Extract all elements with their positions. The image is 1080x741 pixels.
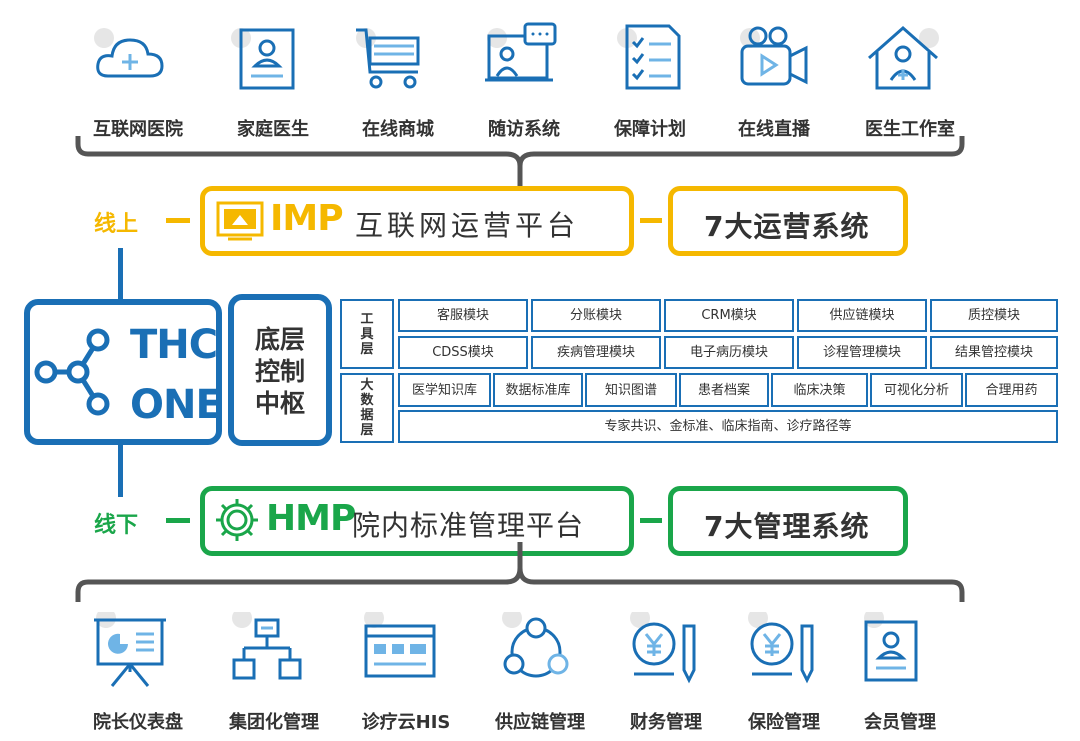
offline-systems-box [668, 486, 908, 556]
online-label: 线上 [94, 212, 139, 237]
network-circle-icon [498, 608, 578, 692]
tool-module: CRM模块 [664, 299, 794, 332]
tool-module: 结果管控模块 [930, 336, 1058, 369]
service-label-internet-hospital: 互联网医院 [93, 119, 183, 140]
online-connector [166, 218, 190, 223]
cloud-plus-icon [90, 18, 170, 98]
yuan-coin-pen-icon [626, 608, 706, 692]
member-card-icon [860, 608, 940, 692]
service-label-plan: 保障计划 [614, 119, 686, 140]
data-module: 合理用药 [965, 373, 1058, 407]
tool-module: 电子病历模块 [664, 336, 794, 369]
top-brace [75, 136, 965, 192]
hmp-abbr: HMP [266, 498, 356, 539]
data-module: 患者档案 [679, 373, 769, 407]
hmp-name: 院内标准管理平台 [352, 509, 585, 542]
service-label-live: 在线直播 [738, 119, 810, 140]
upload-screen-icon [216, 201, 264, 241]
service-label-dashboard: 院长仪表盘 [93, 712, 183, 733]
service-label-group: 集团化管理 [229, 712, 319, 733]
tool-module: 供应链模块 [797, 299, 927, 332]
tool-module: 诊程管理模块 [797, 336, 927, 369]
service-label-studio: 医生工作室 [865, 119, 955, 140]
bottom-brace [75, 542, 965, 602]
core-line2: 控制 [254, 357, 305, 386]
service-label-member: 会员管理 [864, 712, 936, 733]
presentation-board-icon [92, 608, 172, 692]
core-hub-box: 底层 控制 中枢 [228, 294, 332, 446]
thc-line-bottom [118, 445, 123, 497]
data-module: 数据标准库 [493, 373, 583, 407]
org-chart-icon [228, 608, 308, 692]
checklist-icon [613, 18, 693, 98]
video-camera-icon [736, 18, 816, 98]
tool-module: 分账模块 [531, 299, 661, 332]
data-layer-label-text: 大数据层 [360, 378, 374, 438]
tool-module: 疾病管理模块 [531, 336, 661, 369]
offline-label: 线下 [94, 513, 139, 538]
data-module: 知识图谱 [585, 373, 677, 407]
data-module: 临床决策 [771, 373, 868, 407]
tool-layer-label: 工具层 [340, 299, 394, 369]
tool-module: 质控模块 [930, 299, 1058, 332]
service-label-finance: 财务管理 [630, 712, 702, 733]
tool-layer-label-text: 工具层 [360, 311, 374, 357]
imp-abbr: IMP [270, 198, 344, 239]
offline-systems-label: 7大管理系统 [704, 510, 870, 543]
browser-window-icon [360, 608, 440, 692]
tool-module: 客服模块 [398, 299, 528, 332]
core-line1: 底层 [254, 325, 305, 354]
imp-platform-box [200, 186, 634, 256]
shopping-cart-icon [352, 18, 432, 98]
hmp-platform-box [200, 486, 634, 556]
offline-connector [166, 518, 190, 523]
thc-line2: ONE [130, 382, 223, 428]
insurance-coin-icon [744, 608, 824, 692]
clinic-house-icon [865, 18, 945, 98]
imp-name: 互联网运营平台 [355, 209, 580, 242]
online-systems-box [668, 186, 908, 256]
data-module: 医学知识库 [398, 373, 491, 407]
service-label-insurance: 保险管理 [748, 712, 820, 733]
offline-connector-right [640, 518, 662, 523]
service-label-followup: 随访系统 [488, 119, 560, 140]
doctor-card-icon [227, 18, 307, 98]
core-line3: 中枢 [254, 389, 305, 418]
video-consult-icon [483, 18, 563, 98]
service-label-supply: 供应链管理 [495, 712, 585, 733]
data-module: 可视化分析 [870, 373, 963, 407]
service-label-his: 诊疗云HIS [361, 712, 451, 733]
data-layer-label: 大数据层 [340, 373, 394, 443]
data-knowledge-row: 专家共识、金标准、临床指南、诊疗路径等 [398, 410, 1058, 443]
gear-icon [216, 499, 258, 541]
service-label-family-doctor: 家庭医生 [237, 119, 309, 140]
online-systems-label: 7大运营系统 [704, 210, 870, 243]
tool-module: CDSS模块 [398, 336, 528, 369]
online-connector-right [640, 218, 662, 223]
thc-line-top [118, 248, 123, 300]
thc-line1: THC [130, 322, 218, 368]
molecule-icon [34, 328, 110, 416]
service-label-online-mall: 在线商城 [362, 119, 434, 140]
